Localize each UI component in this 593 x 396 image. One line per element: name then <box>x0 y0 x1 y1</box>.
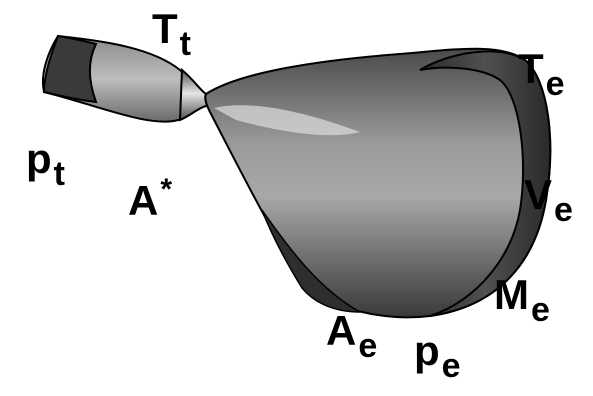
label-exit-pressure: pe <box>414 330 461 372</box>
label-exit-area: Ae <box>326 310 377 352</box>
label-throat-pressure: pt <box>26 138 65 180</box>
label-exit-velocity: Ve <box>524 174 573 216</box>
label-exit-temperature: Te <box>518 48 565 90</box>
label-throat-temperature: Tt <box>152 8 191 50</box>
label-throat-area: A* <box>128 180 172 222</box>
label-exit-mach: Me <box>494 274 550 316</box>
